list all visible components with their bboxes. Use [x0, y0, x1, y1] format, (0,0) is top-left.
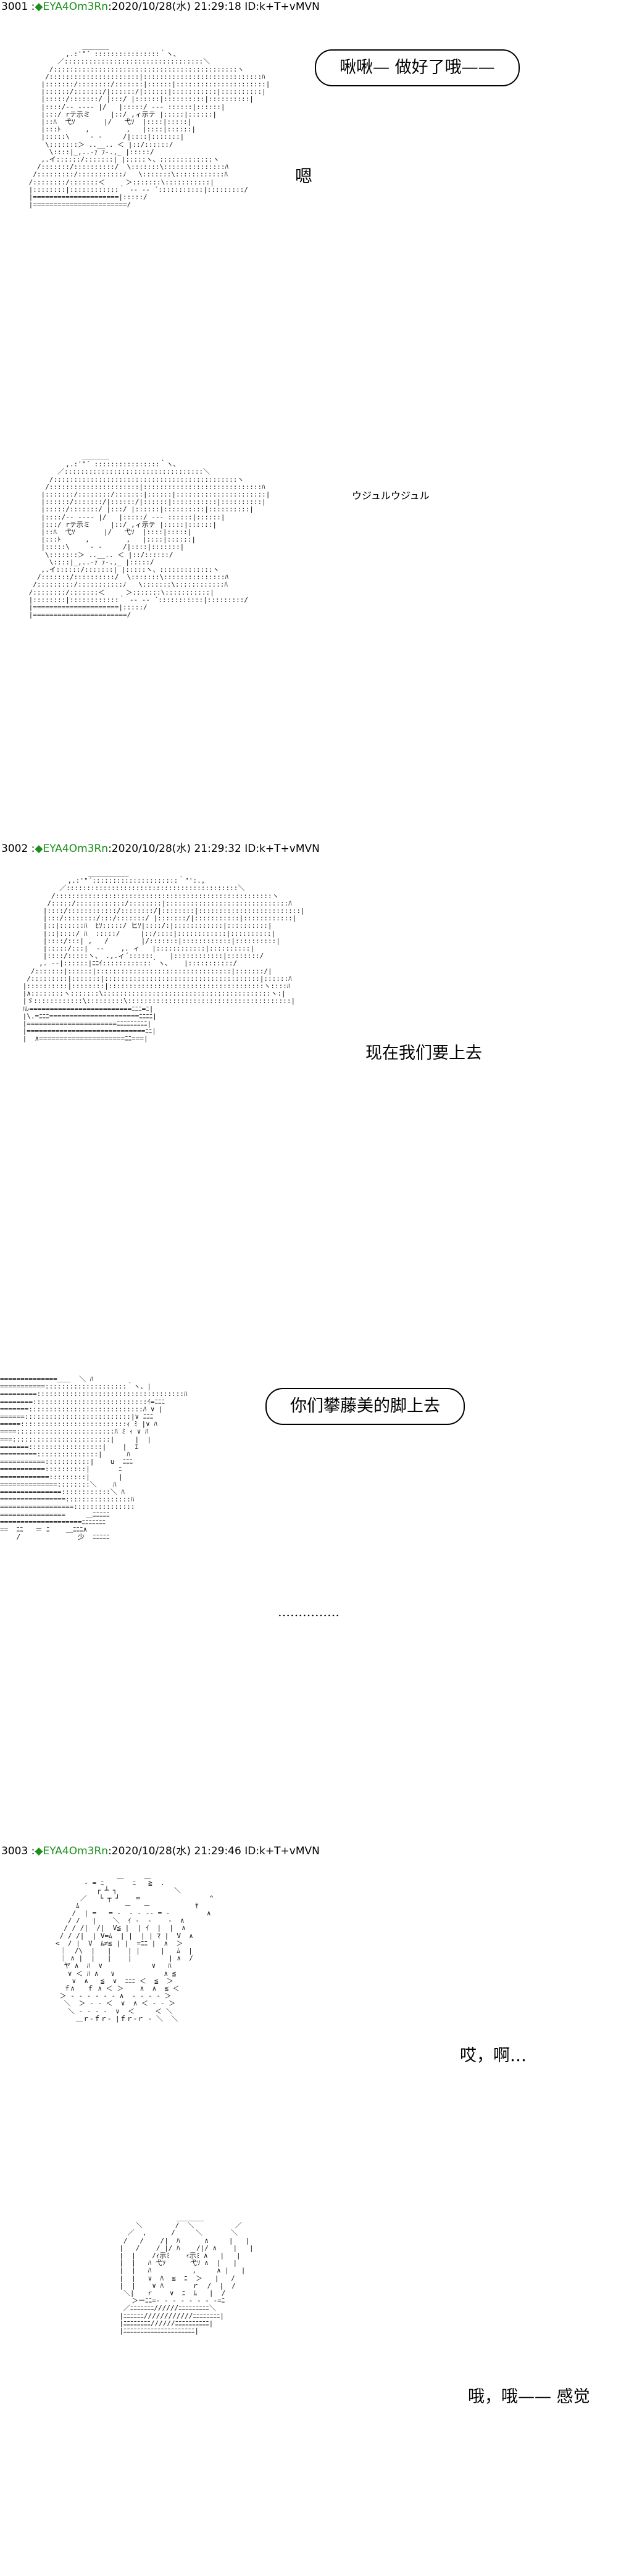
ascii-art-sweat: ＿＿＿＿ ＼ / ＼ ／ ／ , / ＼ ＼ / / /| ﾊ ∧ | | | … [119, 2214, 254, 2335]
post-meta: :2020/10/28(水) 21:29:46 ID:k+T+vMVN [108, 1845, 320, 1857]
tripcode: ◆EYA4Om3Rn [35, 1845, 109, 1857]
ascii-art-girl-3: ＿＿＿＿＿＿ ,.:'"´:::::::::::::::::::::｀"':.,… [22, 869, 305, 1043]
ascii-art-girl-2: ＿＿＿＿ ,.:'"´ ::::::::::::::::｀ヽ、 ／:::::::… [28, 453, 270, 619]
line-climb: 现在我们要上去 [365, 1044, 482, 1063]
post-meta: :2020/10/28(水) 21:29:32 ID:k+T+vMVN [108, 843, 320, 855]
speech-bubble-2: 你们攀藤美的脚上去 [265, 1388, 465, 1425]
ascii-art-closeup: ==============＿＿ ＼ ﾊ ===========::::::::… [0, 1375, 188, 1542]
sfx-uzu: ウジュルウジュル [352, 490, 430, 502]
post-number: 3003 : [1, 1845, 35, 1857]
tripcode: ◆EYA4Om3Rn [35, 1, 109, 13]
post-meta: :2020/10/28(水) 21:29:18 ID:k+T+vMVN [108, 1, 320, 13]
speech-bubble-text: 啾啾— 做好了哦—— [340, 58, 495, 77]
post-number: 3001 : [1, 1, 35, 13]
line-oh: 哦，哦—— 感觉 [468, 2387, 590, 2406]
ascii-art-panic: ＿ ＿ - = ﾆ ﾆ ≧ . ┌ ┴ ┐ ＼ ／ └ ┬ ┘ ═ ^ ﾑ ー … [56, 1872, 214, 2023]
speech-bubble-text: 你们攀藤美的脚上去 [290, 1397, 440, 1416]
line-ah: 哎，啊… [460, 2046, 527, 2065]
post-header-3003: 3003 :◆EYA4Om3Rn:2020/10/28(水) 21:29:46 … [1, 1844, 320, 1858]
speech-bubble-1: 啾啾— 做好了哦—— [315, 49, 520, 86]
ellipsis: …………… [278, 1604, 340, 1619]
post-header-3001: 3001 :◆EYA4Om3Rn:2020/10/28(水) 21:29:18 … [1, 0, 320, 14]
post-header-3002: 3002 :◆EYA4Om3Rn:2020/10/28(水) 21:29:32 … [1, 842, 320, 856]
tripcode: ◆EYA4Om3Rn [35, 843, 109, 855]
sfx-mm: 嗯 [295, 166, 313, 186]
post-number: 3002 : [1, 843, 35, 855]
ascii-art-girl-1: ＿＿＿＿ ,.:'"´ ::::::::::::::::｀ヽ、 ／:::::::… [28, 43, 270, 209]
